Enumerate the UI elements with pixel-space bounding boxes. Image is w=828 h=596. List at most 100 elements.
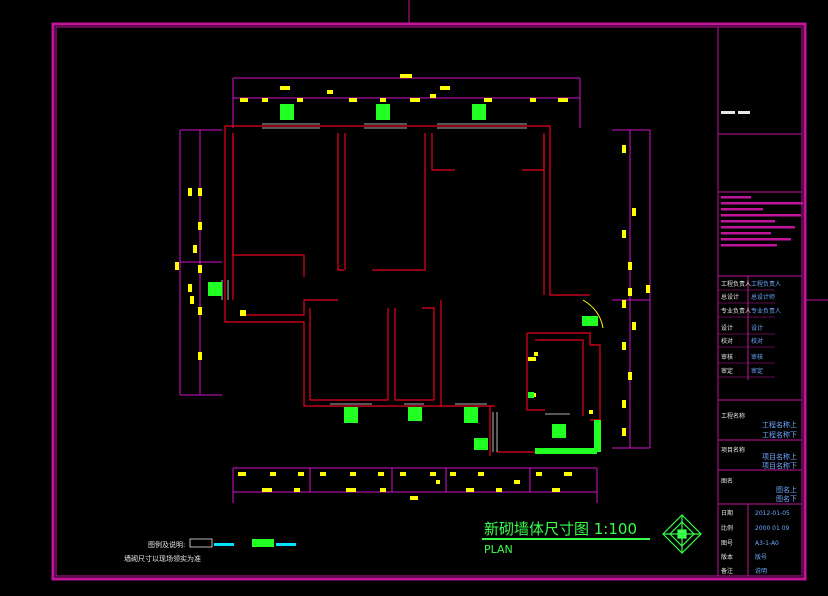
dimension-marker	[270, 472, 276, 476]
dimension-marker	[628, 262, 632, 270]
title-block: 工程负责人工程负责人总设计总设计师专业负责人专业负责人设计设计校对校对审核审核审…	[717, 27, 803, 576]
dimension-marker	[536, 472, 542, 476]
dimension-marker	[410, 98, 420, 102]
tb-note-line	[721, 196, 751, 199]
dimension-marker	[298, 472, 304, 476]
drawing-title: 新砌墙体尺寸图 1:100	[484, 520, 637, 538]
tb-row-label: 专业负责人	[721, 307, 751, 315]
new-wall-block	[474, 438, 488, 450]
dimension-marker	[450, 472, 456, 476]
dimension-marker	[430, 94, 436, 98]
tb-meta-label: 比例	[721, 524, 733, 532]
tb-row-label: 校对	[721, 337, 733, 345]
dimension-markers	[175, 74, 650, 500]
dimension-marker	[380, 98, 386, 102]
tb-note-line	[721, 232, 771, 235]
drawing-subtitle: PLAN	[484, 543, 513, 556]
dimension-marker	[380, 488, 386, 492]
tb-row-value: 专业负责人	[751, 307, 781, 315]
tb-note-line	[721, 214, 801, 217]
tb-meta-value: A3-1-A0	[755, 540, 779, 547]
tb-meta-value: 2012-01-05	[755, 510, 790, 517]
dimension-marker	[198, 188, 202, 196]
new-wall-hatch	[535, 420, 601, 454]
dimension-marker	[628, 372, 632, 380]
dimension-marker	[198, 307, 202, 315]
dimension-marker	[198, 352, 202, 360]
tb-note-line	[721, 202, 803, 205]
tb-row-label: 设计	[721, 324, 733, 332]
tb-project-name-2: 工程名称下	[762, 430, 797, 439]
dimension-marker	[628, 288, 632, 296]
tb-item-label: 项目名称	[721, 446, 745, 454]
dimension-marker	[622, 428, 626, 436]
tb-meta-label: 备注	[721, 567, 733, 575]
dimension-marker	[400, 74, 412, 78]
dimension-marker	[436, 480, 440, 484]
outer-frame	[51, 22, 807, 581]
legend-hatch-icon	[189, 538, 213, 548]
dimension-marker	[190, 296, 194, 304]
tb-drawing-name-2: 图名下	[776, 494, 797, 503]
dimension-marker	[193, 245, 197, 253]
dimension-marker	[349, 98, 357, 102]
dimension-marker	[589, 410, 593, 414]
tb-row-label: 工程负责人	[721, 280, 751, 288]
dimension-marker	[240, 98, 248, 102]
dimension-marker	[400, 472, 406, 476]
dimension-marker	[238, 472, 246, 476]
inner-frame	[55, 26, 803, 577]
new-wall-block	[528, 392, 534, 398]
legend-note: 墙砌尺寸以现场领实为准	[124, 554, 201, 563]
tb-note-line	[721, 208, 763, 211]
tb-note-line	[721, 244, 777, 247]
dimension-marker	[528, 357, 536, 361]
dimension-marker	[622, 400, 626, 408]
dimension-lines	[179, 77, 651, 503]
dimension-marker	[496, 488, 502, 492]
dimension-marker	[478, 472, 484, 476]
legend-cyan-line-2	[276, 543, 296, 546]
dimension-marker	[440, 86, 450, 90]
legend-green-icon	[252, 539, 274, 547]
dimension-marker	[622, 342, 626, 350]
dimension-marker	[297, 98, 303, 102]
tb-project-label: 工程名称	[721, 412, 745, 420]
dimension-marker	[188, 188, 192, 196]
dimension-marker	[262, 488, 272, 492]
tb-row-label: 总设计	[721, 293, 739, 301]
dimension-marker	[622, 145, 626, 153]
tb-row-value: 设计	[751, 324, 763, 332]
dimension-marker	[632, 208, 636, 216]
dimension-marker	[350, 472, 356, 476]
tb-project-name-1: 工程名称上	[762, 420, 797, 429]
door-arc	[582, 299, 604, 329]
dimension-marker	[240, 310, 246, 316]
tb-meta-value: 2000 01 09	[755, 525, 790, 532]
new-wall-block	[552, 424, 566, 438]
tb-item-name-1: 项目名称上	[762, 452, 797, 461]
dimension-marker	[622, 230, 626, 238]
tb-note-line	[721, 220, 775, 223]
tb-row-value: 校对	[751, 337, 763, 345]
dimension-marker	[632, 322, 636, 330]
new-wall-block	[376, 104, 390, 120]
dimension-marker	[198, 265, 202, 273]
new-wall-markers	[208, 104, 598, 450]
new-wall-block	[408, 407, 422, 421]
dimension-marker	[646, 285, 650, 293]
dimension-marker	[410, 496, 418, 500]
new-wall-block	[208, 282, 222, 296]
tb-note-line	[721, 238, 791, 241]
dimension-marker	[430, 472, 436, 476]
tb-drawing-label: 图名	[721, 477, 733, 485]
tb-item-name-2: 项目名称下	[762, 461, 797, 470]
dimension-marker	[262, 98, 268, 102]
tb-meta-value: 说明	[755, 567, 767, 575]
dimension-marker	[294, 488, 300, 492]
new-wall-block	[344, 407, 358, 423]
tb-row-value: 工程负责人	[751, 280, 781, 288]
dimension-marker	[320, 472, 326, 476]
compass-symbol	[662, 514, 702, 554]
new-wall-block	[280, 104, 294, 120]
